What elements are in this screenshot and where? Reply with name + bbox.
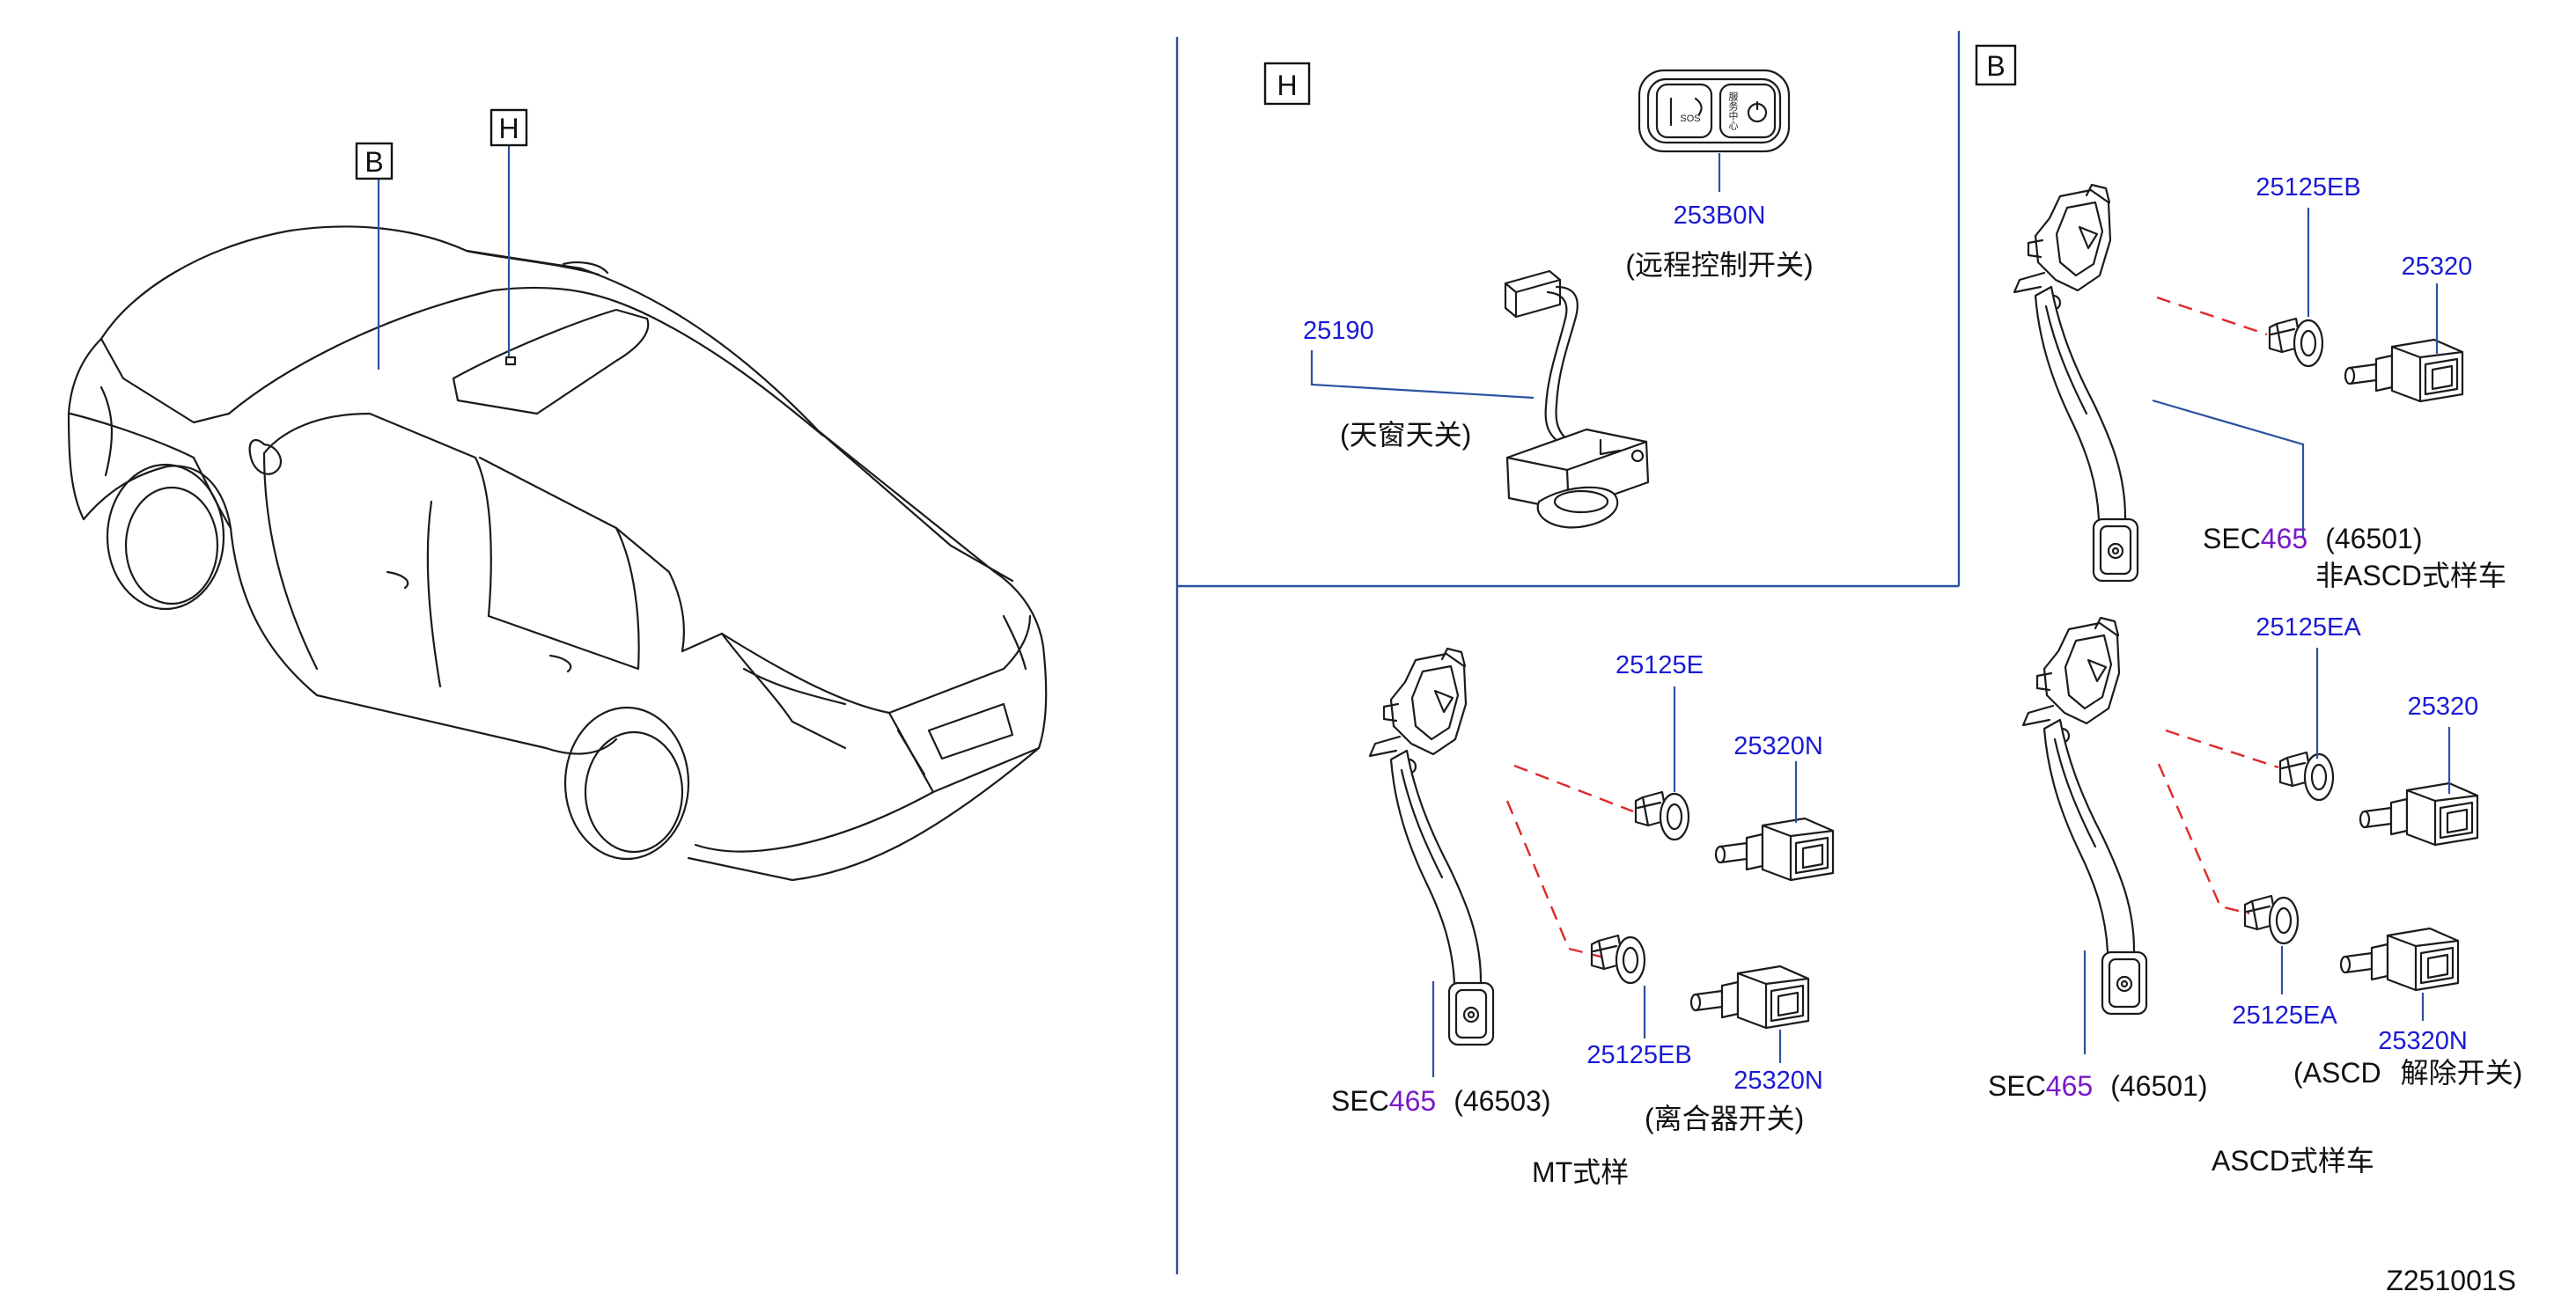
ascd-clip-bottom-part: 25125EA [2232, 1002, 2337, 1030]
mt-switch-top-part: 25320N [1733, 732, 1823, 760]
mt-clip-top-part: 25125E [1616, 651, 1704, 679]
ascd-assembly [2021, 616, 2479, 1054]
ascd-sec-code: (46501) [2110, 1070, 2207, 1102]
sunroof-switch-drawing [1504, 269, 1650, 529]
frame-lines [1175, 31, 1961, 1274]
mt-caption: MT式样 [1532, 1156, 1629, 1188]
diagram-code: Z251001S [2386, 1265, 2516, 1296]
callout-h-box [489, 108, 528, 147]
non-ascd-caption: 非ASCD式样车 [2315, 560, 2506, 591]
callout-b-box [355, 142, 394, 180]
ascd-sec-number: 465 [2046, 1070, 2093, 1102]
mt-clip-bottom-part: 25125EB [1586, 1041, 1691, 1069]
section-b-title: B [1986, 50, 2005, 82]
ascd-sec-prefix: SEC [1988, 1070, 2046, 1102]
ascd-switch-top-part: 25320 [2408, 693, 2479, 721]
ascd-caption: ASCD式样车 [2212, 1145, 2374, 1177]
mt-sec-code: (46503) [1454, 1085, 1550, 1117]
remote-switch-part-no: 253B0N [1674, 202, 1766, 230]
sos-button-text: SOS [1680, 114, 1700, 124]
vehicle-overview [67, 225, 1048, 882]
section-h: H SOS 服务中心 253B0N (远程控制开关) [1263, 62, 1814, 529]
ascd-cancel-caption: (ASCD 解除开关) [2293, 1057, 2522, 1089]
section-h-title: H [1277, 70, 1297, 101]
remote-switch-drawing: SOS 服务中心 [1638, 69, 1791, 153]
non-ascd-sec-number: 465 [2261, 523, 2307, 554]
section-h-title-box [1263, 62, 1311, 106]
non-ascd-sec-prefix: SEC [2203, 523, 2261, 554]
mt-sec-ref: SEC465 (46503) [1331, 1085, 1550, 1117]
non-ascd-sec-code: (46501) [2325, 523, 2422, 554]
non-ascd-switch-part: 25320 [2402, 253, 2473, 281]
section-b-title-box [1975, 44, 2017, 86]
ascd-clip-top-part: 25125EA [2256, 613, 2361, 642]
overview-callouts: B H [355, 108, 528, 370]
ascd-sec-ref: SEC465 (46501) [1988, 1070, 2207, 1102]
ascd-cancel-caption-b: 解除开关) [2401, 1057, 2523, 1089]
sunroof-switch-caption: (天窗天关) [1340, 419, 1471, 451]
section-b: B 25125EB 25320 SEC465(46501) 非ASCD式样车 [1331, 44, 2522, 1188]
callout-h-label: H [498, 113, 519, 144]
mt-sec-number: 465 [1389, 1085, 1436, 1117]
ascd-cancel-caption-a: (ASCD [2293, 1057, 2381, 1089]
service-button-text: 服务中心 [1727, 92, 1739, 130]
non-ascd-clip-part: 25125EB [2256, 173, 2360, 202]
mt-clutch-caption: (离合器开关) [1645, 1103, 1804, 1134]
mt-sec-prefix: SEC [1331, 1085, 1389, 1117]
mt-assembly [1368, 647, 1835, 1077]
callout-b-label: B [364, 146, 383, 178]
remote-switch-caption: (远程控制开关) [1625, 249, 1813, 281]
mt-switch-bottom-part: 25320N [1733, 1067, 1823, 1095]
sunroof-switch-part-no: 25190 [1303, 317, 1374, 345]
ascd-switch-bottom-part: 25320N [2378, 1027, 2468, 1055]
non-ascd-sec-ref: SEC465 (46501) [2203, 523, 2422, 554]
non-ascd-assembly [2013, 183, 2464, 583]
